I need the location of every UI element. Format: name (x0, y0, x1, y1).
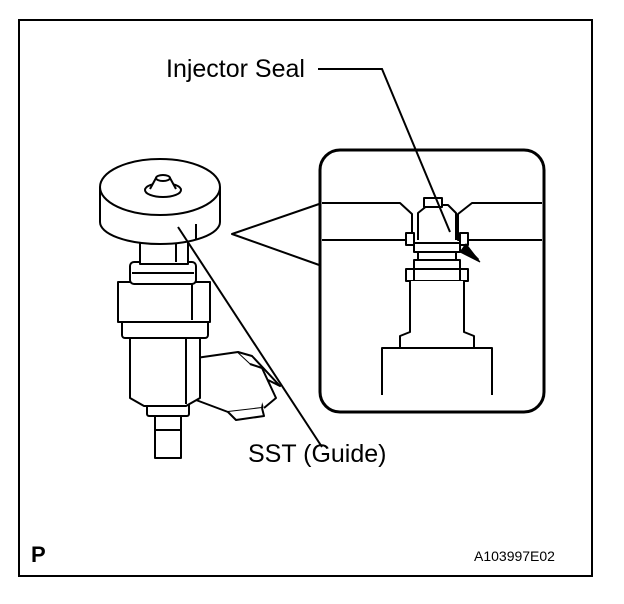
sst-guide (99, 158, 221, 245)
figure-code: A103997E02 (474, 548, 555, 564)
detail-view (318, 148, 546, 414)
sst-guide-leader (177, 226, 323, 448)
sst-guide-label: SST (Guide) (248, 440, 387, 468)
corner-mark: P (31, 542, 46, 567)
fuel-injector (117, 237, 281, 459)
zoom-pointer (231, 202, 323, 267)
injector-seal-label: Injector Seal (166, 55, 305, 83)
injector-seal-leader (318, 68, 451, 233)
